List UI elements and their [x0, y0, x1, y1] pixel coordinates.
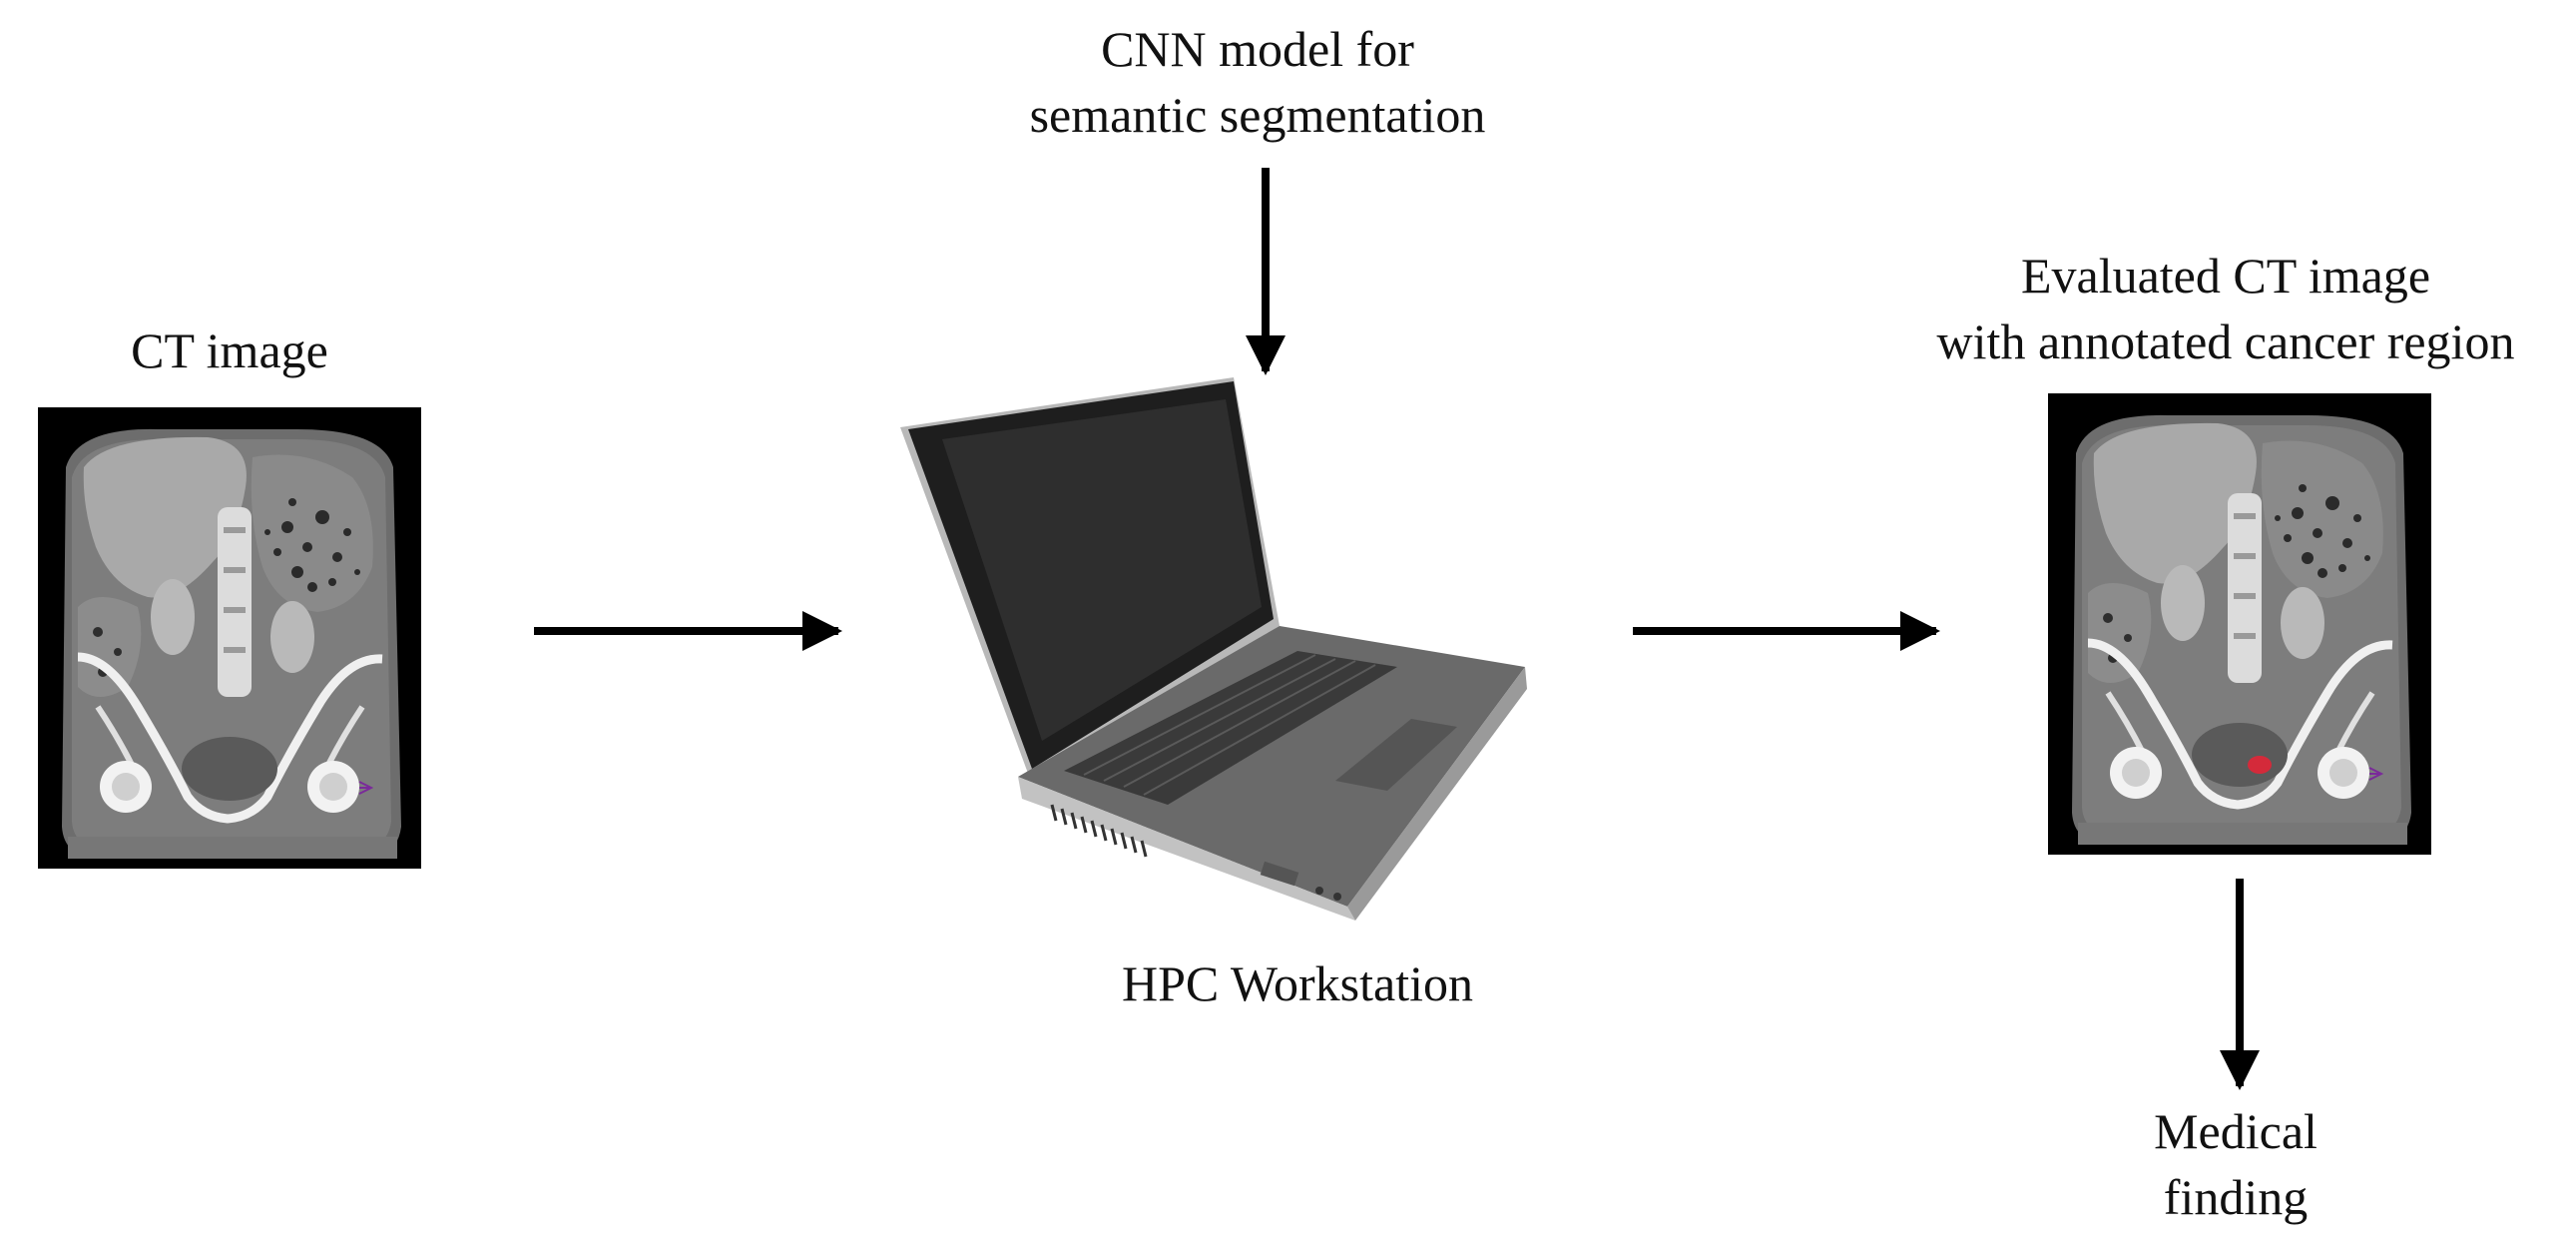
- ct-image-label: CT image: [131, 322, 328, 378]
- ct-image-input: [38, 407, 421, 869]
- cnn-model-label: CNN model for semantic segmentation: [1029, 21, 1486, 143]
- laptop-screen: [942, 399, 1262, 741]
- evaluated-ct-label: Evaluated CT image with annotated cancer…: [1936, 248, 2515, 369]
- laptop-vents: [1050, 804, 1148, 858]
- annotation-mark: [2368, 767, 2384, 781]
- cancer-region-marker: [2248, 756, 2272, 774]
- medical-finding-label: Medical finding: [2154, 1103, 2318, 1225]
- laptop-illustration: [900, 377, 1527, 921]
- ct-image-output: [2048, 393, 2431, 855]
- laptop-base: [1018, 626, 1525, 907]
- laptop-touchpad: [1335, 719, 1457, 791]
- hpc-workstation-label: HPC Workstation: [1121, 955, 1474, 1011]
- annotation-mark: [358, 781, 374, 795]
